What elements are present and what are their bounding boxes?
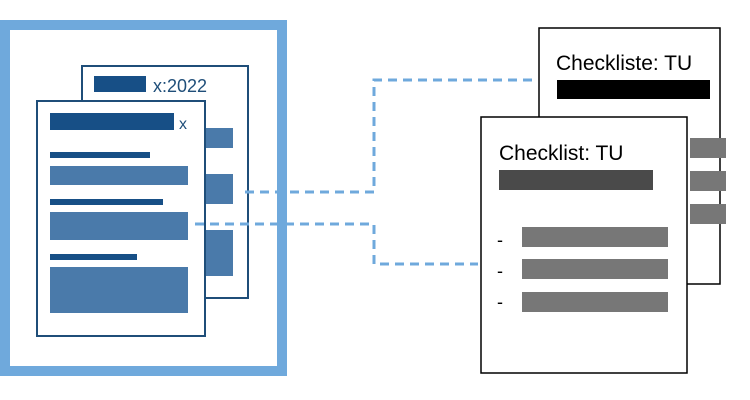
- checklist-back-item-bar: [690, 171, 726, 191]
- front-doc-heading-bar: [50, 254, 137, 260]
- connector-to-back-checklist: [245, 78, 534, 194]
- front-doc-heading-bar: [50, 199, 163, 205]
- checklist-front: Checklist: TU - - -: [480, 116, 688, 374]
- checklist-back-item-bar: [690, 138, 726, 158]
- checklist-front-item-bar: [522, 227, 668, 247]
- front-doc-heading-bar: [50, 152, 150, 158]
- checklist-front-title-bar: [499, 170, 653, 190]
- checklist-front-item-bar: [522, 259, 668, 279]
- checklist-back-title-bar: [557, 80, 710, 99]
- front-doc-title-bar: [50, 113, 174, 130]
- back-doc-label: x:2022: [153, 76, 207, 96]
- checklist-front-bullet: -: [497, 230, 503, 250]
- checklist-front-title: Checklist: TU: [499, 142, 623, 165]
- front-doc-label: x: [179, 116, 187, 133]
- back-doc-title-bar: [94, 76, 146, 92]
- connector-to-front-checklist: [195, 222, 478, 266]
- checklist-front-bullet: -: [497, 261, 503, 281]
- front-doc-field: [50, 212, 188, 240]
- checklist-front-bullet: -: [497, 292, 503, 312]
- source-front-document: x: [36, 100, 206, 337]
- checklist-back-title: Checkliste: TU: [556, 52, 692, 75]
- checklist-front-item-bar: [522, 292, 668, 312]
- front-doc-field: [50, 267, 188, 313]
- checklist-back-item-bar: [690, 204, 726, 224]
- back-doc-block: [205, 230, 233, 276]
- back-doc-block: [205, 174, 233, 204]
- front-doc-field: [50, 166, 188, 185]
- back-doc-block: [205, 128, 233, 148]
